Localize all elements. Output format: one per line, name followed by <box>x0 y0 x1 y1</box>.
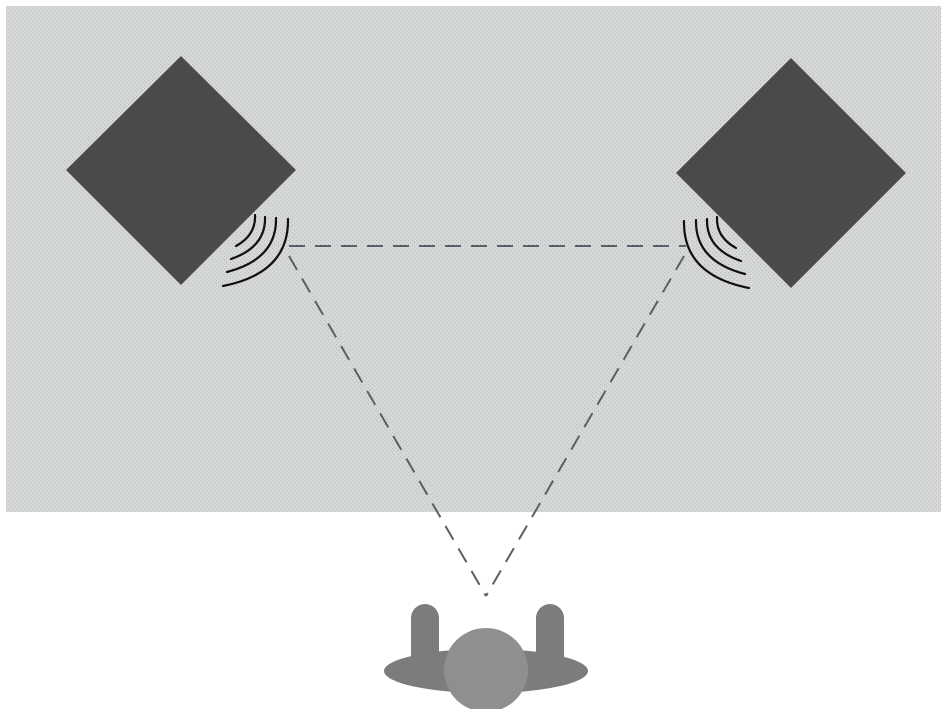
sound-wave-arc <box>694 218 747 276</box>
speaker-icon <box>676 58 906 288</box>
right-speaker <box>676 58 906 290</box>
listener-icon <box>384 604 588 709</box>
listener-head <box>444 628 528 709</box>
sound-waves-left <box>221 213 290 288</box>
dashed-line-right-to-listener <box>485 255 685 597</box>
sound-wave-arc <box>682 219 751 290</box>
sound-wave-arc <box>221 217 290 288</box>
listener <box>384 604 588 709</box>
sound-wave-arc <box>705 217 743 263</box>
speaker-icon <box>66 56 296 285</box>
listener-right-arm <box>536 604 564 684</box>
listening-triangle <box>288 245 686 597</box>
sound-waves-right <box>682 215 751 290</box>
dashed-line-left-to-listener <box>288 255 487 597</box>
listener-left-arm <box>411 604 439 684</box>
sound-wave-arc <box>234 213 257 248</box>
sound-wave-arc <box>225 216 278 274</box>
sound-wave-arc <box>715 215 738 250</box>
left-speaker <box>66 56 296 288</box>
sound-wave-arc <box>229 215 267 261</box>
